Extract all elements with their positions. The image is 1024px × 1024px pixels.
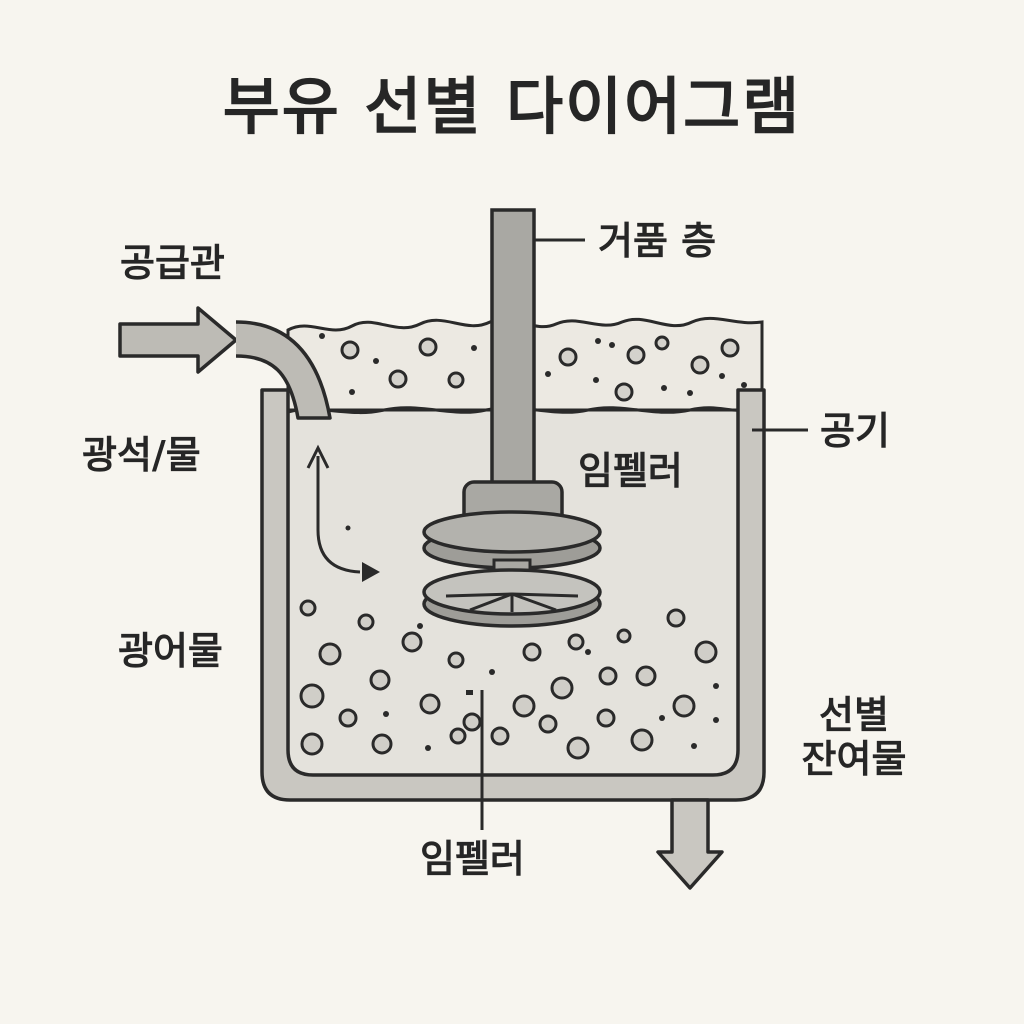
flow-arrow-head-up — [306, 444, 330, 469]
impeller-shaft — [490, 208, 536, 494]
label-froth-layer: 거품 층 — [598, 219, 717, 263]
feed-pipe-bend — [235, 320, 332, 420]
label-tailings: 선별 잔여물 — [784, 693, 924, 781]
slurry-particles — [299, 599, 718, 760]
slurry-dots — [345, 525, 719, 751]
label-ore-water: 광석/물 — [82, 433, 201, 477]
impeller-rotor-blades — [445, 592, 579, 612]
tank-wall — [260, 388, 766, 802]
flow-arrow-head-right — [362, 562, 380, 582]
froth-dots — [319, 333, 747, 396]
flow-arrow — [316, 456, 361, 574]
impeller-upper-disc-top — [422, 510, 602, 554]
label-tailings-line2: 잔여물 — [801, 736, 907, 781]
impeller-rotor-top — [422, 568, 602, 616]
feed-pipe — [118, 306, 238, 374]
label-impeller-upper: 임펠러 — [578, 449, 683, 493]
tailings-outlet-arrow — [656, 798, 724, 890]
diagram-title: 부유 선별 다이어그램 — [222, 70, 802, 143]
label-tailings-line1: 선별 — [819, 693, 889, 737]
froth-bubbles — [340, 335, 740, 402]
label-slurry: 광어물 — [118, 629, 223, 673]
label-feed-pipe: 공급관 — [120, 241, 225, 285]
label-air: 공기 — [820, 409, 890, 453]
label-impeller-lower: 임펠러 — [420, 837, 525, 881]
